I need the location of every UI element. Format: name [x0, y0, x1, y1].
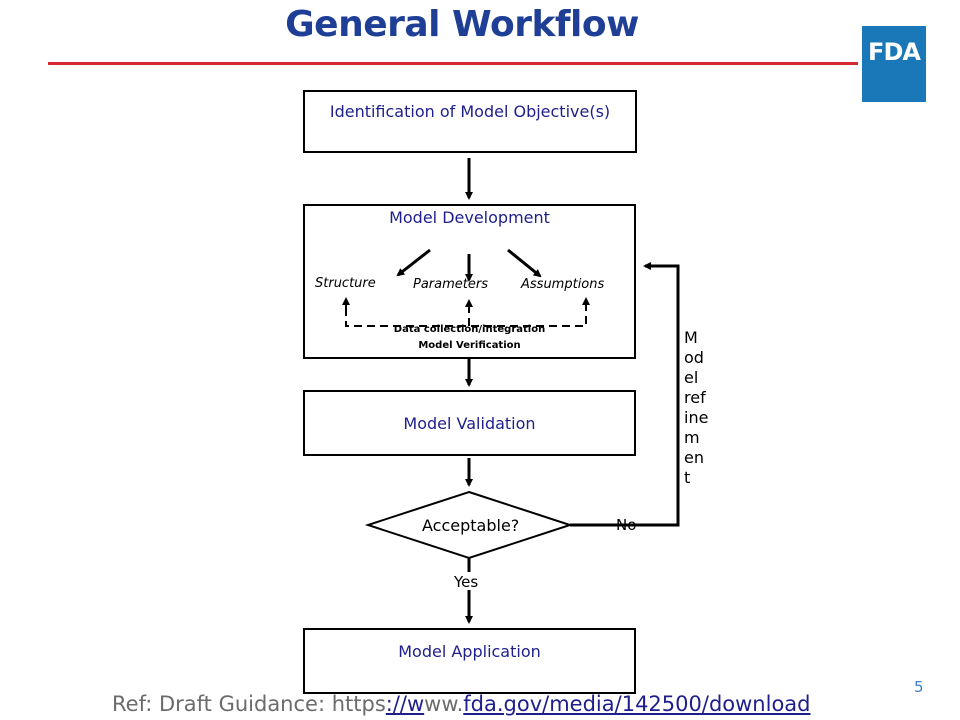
reference-footer: Ref: Draft Guidance: https://www.fda.gov… — [112, 692, 811, 716]
refinement-line: el — [684, 368, 699, 387]
development-note-data: Data collection/integration — [393, 324, 546, 335]
refinement-loop — [570, 262, 680, 527]
application-box: Model Application — [303, 628, 636, 694]
refinement-line: m — [684, 428, 700, 447]
assumptions-label: Assumptions — [521, 277, 605, 292]
page-number: 5 — [914, 678, 924, 696]
validation-label: Model Validation — [403, 414, 536, 433]
development-note-verification: Model Verification — [418, 340, 521, 351]
objective-box: Identification of Model Objective(s) — [303, 90, 637, 153]
reference-link-part2[interactable]: fda.gov/media/142500/download — [463, 692, 811, 716]
validation-box: Model Validation — [303, 390, 636, 456]
structure-label: Structure — [315, 276, 376, 291]
refinement-line: en — [684, 448, 704, 467]
parameters-label: Parameters — [413, 277, 488, 292]
reference-mid: ww. — [424, 692, 464, 716]
objective-text: Model Objective(s) — [460, 102, 611, 121]
refinement-line: M — [684, 328, 698, 347]
development-label: Model Development — [389, 208, 550, 227]
refinement-line: od — [684, 348, 704, 367]
decision-label: Acceptable? — [422, 516, 520, 535]
fda-logo-text: FDA — [868, 38, 921, 66]
arrow-to-structure — [396, 248, 431, 277]
refinement-line: t — [684, 468, 691, 487]
reference-link-part1[interactable]: ://w — [385, 692, 425, 716]
title-divider — [48, 62, 858, 65]
no-label: No — [616, 516, 637, 534]
objective-label: Identification of Model Objective(s) — [305, 102, 635, 121]
yes-label: Yes — [454, 573, 479, 591]
dashed-feedback-loop — [345, 308, 587, 327]
page-title: General Workflow — [285, 4, 639, 45]
refinement-line: ine — [684, 408, 709, 427]
model-refinement-label: M od el ref ine m en t — [684, 328, 716, 488]
objective-prefix: Identification of — [329, 102, 461, 121]
refinement-line: ref — [684, 388, 706, 407]
fda-logo: FDA — [862, 26, 926, 102]
reference-prefix: Ref: Draft Guidance: https — [112, 692, 386, 716]
development-box: Model Development Data collection/integr… — [303, 204, 636, 359]
application-label: Model Application — [398, 642, 541, 661]
arrow-to-assumptions — [507, 248, 542, 278]
